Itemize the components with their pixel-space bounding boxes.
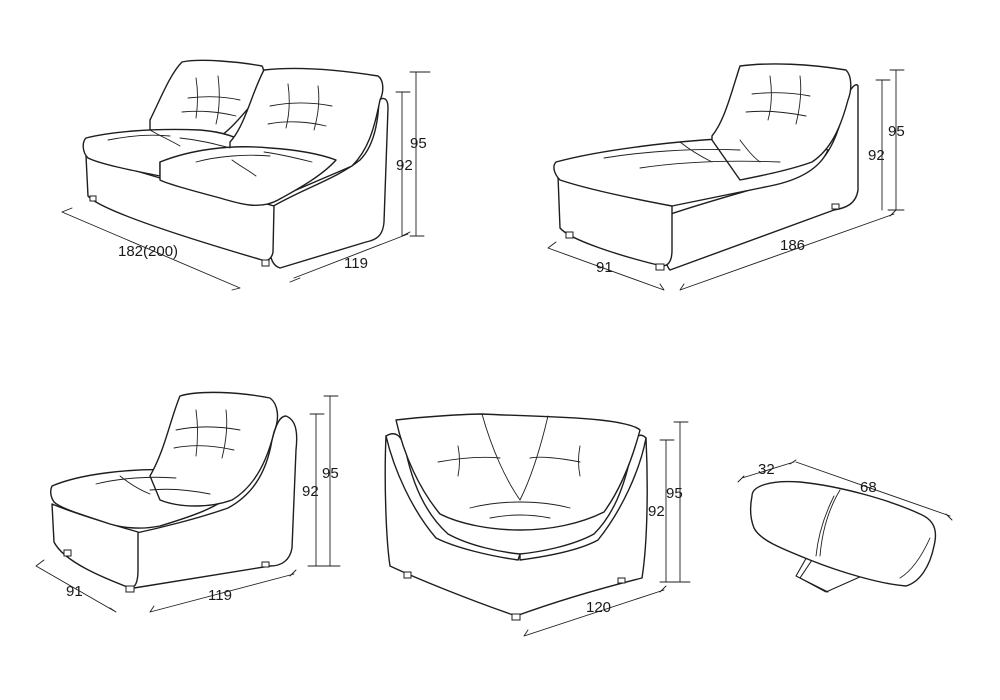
corner-module — [384, 413, 648, 621]
dim-length — [795, 461, 953, 521]
dim-height-95 — [887, 69, 905, 211]
dim-height-92 — [395, 91, 411, 237]
dim-label-92: 92 — [302, 483, 319, 500]
chair-dimensions: 95 92 91 119 — [35, 395, 341, 613]
two-seat-right-seat — [159, 146, 337, 207]
dim-label-depth: 32 — [758, 461, 775, 478]
chair-foot — [261, 561, 270, 568]
dim-label-width: 120 — [586, 599, 611, 616]
corner-foot — [617, 577, 626, 584]
corner-dimensions: 95 92 120 — [523, 421, 691, 637]
chaise-foot — [831, 203, 840, 210]
dim-label-92: 92 — [396, 157, 413, 174]
dim-height-95 — [409, 71, 431, 237]
corner-back — [395, 413, 641, 531]
corner-foot — [511, 613, 521, 621]
two-seat-foot — [89, 195, 97, 202]
dim-label-depth: 91 — [66, 583, 83, 600]
dim-height-92 — [875, 79, 891, 211]
ottoman-module — [749, 480, 937, 593]
dim-label-length: 68 — [860, 479, 877, 496]
corner-foot — [403, 571, 412, 579]
dim-label-95: 95 — [410, 135, 427, 152]
ottoman-cushion — [749, 480, 937, 587]
dim-label-95: 95 — [322, 465, 339, 482]
chaise-foot — [565, 231, 574, 239]
dim-height-95 — [659, 421, 691, 583]
dim-label-length: 186 — [780, 237, 805, 254]
two-seat-side-panel — [269, 97, 389, 269]
dim-label-depth: 119 — [344, 255, 368, 272]
chair-side-panel — [129, 415, 298, 589]
dim-width — [523, 585, 667, 637]
dim-label-width: 182(200) — [118, 243, 178, 260]
two-seat-dimensions: 95 92 182(200) 119 — [61, 71, 431, 291]
dim-label-95: 95 — [888, 123, 905, 140]
dim-depth — [547, 241, 665, 291]
chaise-foot — [655, 263, 665, 271]
chair-back — [149, 391, 279, 507]
ottoman-dimensions: 32 68 — [737, 459, 953, 521]
dim-label-95: 95 — [666, 485, 683, 502]
dim-height-92 — [309, 413, 325, 567]
dim-width — [149, 569, 297, 613]
dim-label-depth: 91 — [596, 259, 613, 276]
two-seat-sofa — [82, 59, 389, 269]
dim-label-92: 92 — [648, 503, 665, 520]
two-seat-foot — [261, 259, 270, 267]
chaise-module — [553, 63, 859, 271]
dim-depth — [737, 459, 797, 483]
chaise-dimensions: 95 92 91 186 — [547, 69, 905, 291]
dim-label-92: 92 — [868, 147, 885, 164]
chair-foot — [125, 585, 135, 593]
chair-foot — [63, 549, 72, 557]
dim-height-92 — [659, 439, 675, 583]
dim-label-width: 119 — [208, 587, 232, 604]
two-seat-left-back — [149, 59, 265, 139]
dim-height-95 — [307, 395, 341, 567]
chaise-back — [711, 63, 852, 181]
dim-width — [61, 207, 241, 291]
dim-length — [679, 209, 897, 291]
dim-depth — [35, 559, 117, 613]
dim-depth — [289, 231, 411, 283]
armless-chair-module — [49, 391, 298, 593]
